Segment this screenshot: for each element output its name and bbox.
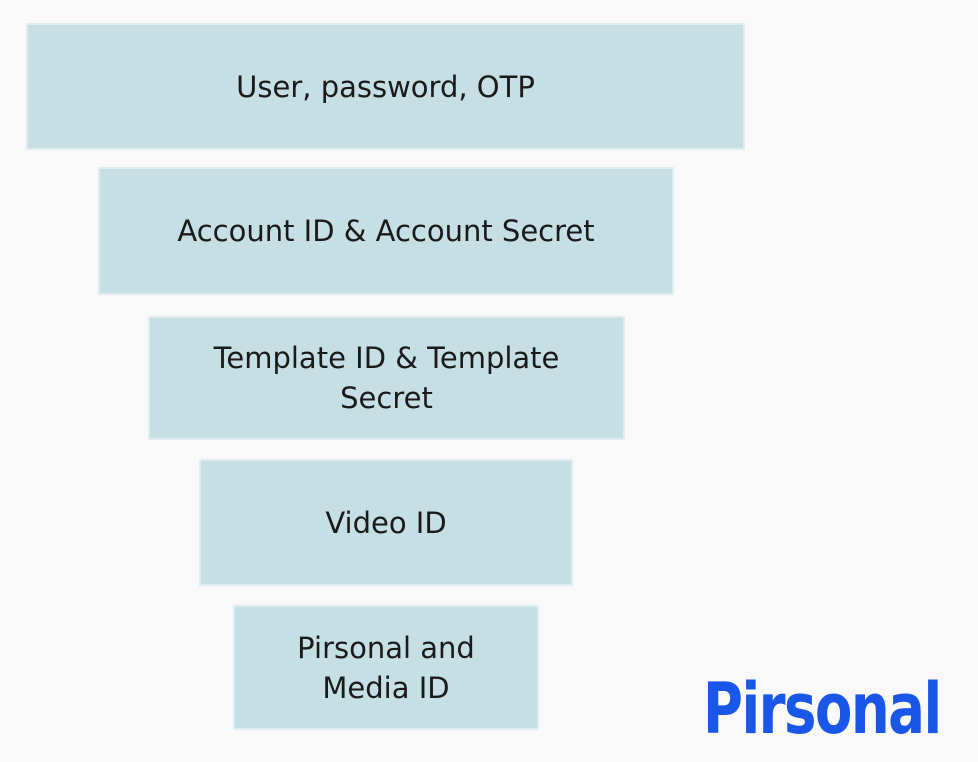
- pirsonal-logo: Pirsonal: [703, 668, 942, 750]
- funnel-level-video: Video ID: [199, 459, 573, 586]
- funnel-level-template: Template ID & Template Secret: [148, 316, 625, 440]
- funnel-level-media: Pirsonal and Media ID: [233, 605, 539, 730]
- funnel-level-credentials: User, password, OTP: [26, 23, 745, 150]
- funnel-level-account: Account ID & Account Secret: [98, 167, 674, 295]
